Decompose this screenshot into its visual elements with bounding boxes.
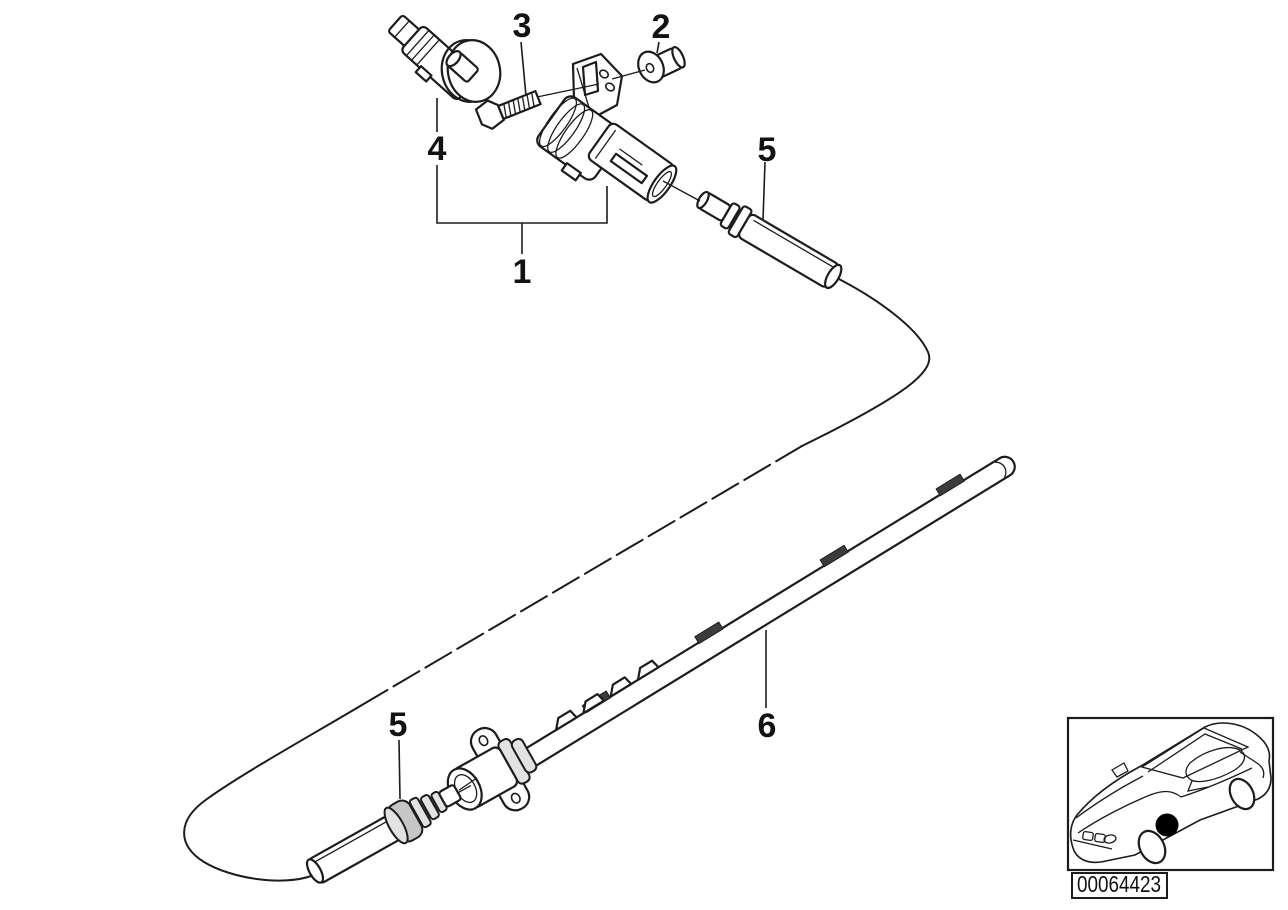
sleeve-open-end [824, 263, 843, 290]
part-6-guide-tube [520, 455, 1016, 768]
connector-ring [719, 202, 741, 230]
diagram-number: 00064423 [1077, 871, 1161, 897]
grommet-hole [645, 62, 655, 74]
connector-ring [419, 794, 440, 821]
bracket-hole [599, 69, 609, 79]
callout-5-top[interactable]: 5 [758, 131, 777, 169]
leader-5-bottom [398, 739, 401, 800]
tube-tab [636, 659, 660, 681]
socket-collar [510, 737, 538, 774]
callout-2[interactable]: 2 [652, 8, 671, 46]
grommet-disc [637, 50, 665, 84]
flange-hole [478, 735, 489, 747]
tube-clip [935, 473, 965, 497]
callout-6[interactable]: 6 [758, 707, 777, 745]
part-4-sensor [388, 14, 502, 103]
part-5-cable-end-top [696, 190, 843, 290]
leader-3 [520, 41, 527, 97]
bracket-slot [581, 60, 600, 97]
part-1-housing-assembly [536, 52, 678, 204]
callout-4[interactable]: 4 [428, 130, 447, 168]
callout-3[interactable]: 3 [513, 7, 532, 45]
guide-tube-end-cap [994, 461, 1007, 478]
car-location-icon [1069, 722, 1272, 865]
bowden-cable-path [183, 275, 931, 882]
housing-clip [560, 162, 582, 182]
callout-1[interactable]: 1 [513, 253, 532, 291]
collar-rim [383, 806, 409, 845]
part-5-cable-end-bottom [305, 777, 478, 884]
barrel-open-end [646, 164, 678, 204]
tube-tab [582, 692, 605, 715]
tube-socket-flange [446, 726, 538, 812]
alignment-lines [536, 69, 701, 202]
connector-tip [438, 784, 462, 808]
tube-clip [694, 621, 724, 645]
diagram-number-box [1071, 872, 1168, 899]
cable-sleeve [738, 213, 840, 288]
screw-threads [503, 92, 535, 118]
part-2-grommet [637, 45, 686, 84]
rear-wheel [1228, 777, 1256, 811]
sensor-clip [414, 65, 433, 83]
flange-hole [510, 792, 521, 804]
tube-tab [609, 676, 633, 698]
insert-axis-line [458, 777, 478, 791]
part-3-screw [474, 90, 542, 130]
front-wheel [1137, 829, 1167, 865]
leader-5-top [762, 161, 766, 221]
callout-5-bottom[interactable]: 5 [389, 706, 408, 744]
bracket-hole [605, 82, 615, 92]
car-location-inset: 00064423 [1066, 716, 1275, 899]
barrel-slot [609, 152, 649, 185]
tube-tab [555, 709, 578, 732]
leader-2 [656, 41, 660, 54]
callout-labels: 1 2 3 4 5 5 6 [389, 7, 777, 745]
sleeve-open-end [305, 858, 325, 884]
callout-leaders [398, 41, 767, 800]
part-location-dot [1155, 813, 1179, 837]
connector-ring [408, 796, 432, 829]
tube-clip [819, 544, 849, 568]
